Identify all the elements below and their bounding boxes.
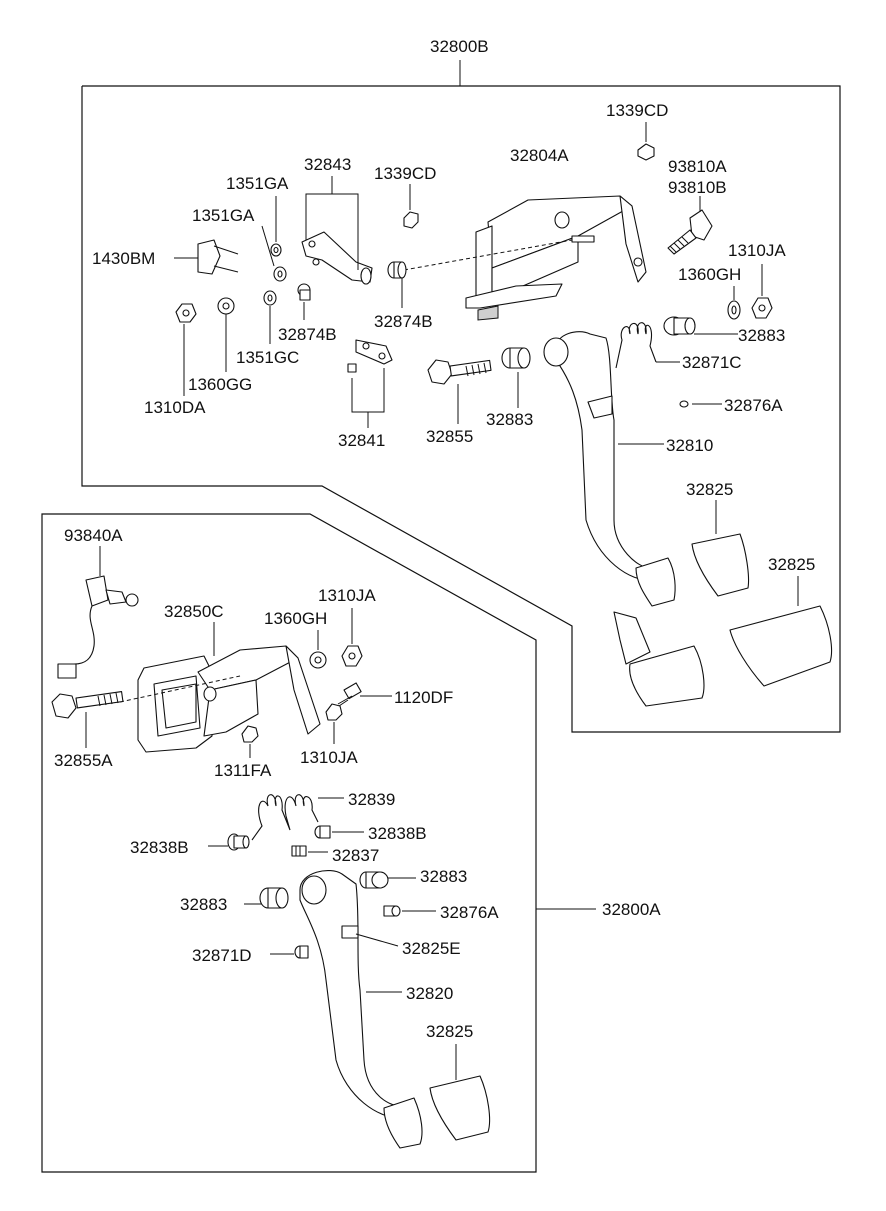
label-1339CD-top: 1339CD [606,101,668,120]
pedal-pad-lower [383,1097,423,1149]
spring-32871C [615,322,657,369]
label-32843: 32843 [304,155,351,174]
label-32883-lower-a: 32883 [180,895,227,914]
label-32883-lower-b: 32883 [420,867,467,886]
label-1351GC: 1351GC [236,348,299,367]
label-32850C: 32850C [164,602,224,621]
label-1430BM: 1430BM [92,249,155,268]
pedal-arm-32810 [543,331,653,581]
label-32837: 32837 [332,846,379,865]
label-1311FA: 1311FA [214,761,272,780]
label-32841: 32841 [338,431,385,450]
nut-1310JA-upper [751,297,773,319]
label-32883-mid: 32883 [486,410,533,429]
bushing-32883-lower-a [259,887,289,909]
label-1360GH-lower: 1360GH [264,609,327,628]
label-1339CD-mid: 1339CD [374,164,436,183]
label-32800B: 32800B [430,37,489,56]
bracket-32843 [301,231,373,285]
label-32855A: 32855A [54,751,113,770]
label-93810B: 93810B [668,178,727,197]
label-1310JA-lower-b: 1310JA [300,748,358,767]
label-93810A: 93810A [668,157,727,176]
pad-32825-b [729,605,833,687]
washer-32874B-a [387,261,407,279]
label-32883-right: 32883 [738,326,785,345]
label-32871D: 32871D [192,946,252,965]
label-32800A: 32800A [602,900,661,919]
label-1351GA-b: 1351GA [192,206,255,225]
nut-1311FA [241,725,259,743]
pedal-arm-32820 [299,870,405,1119]
bolt-32855A [51,691,124,719]
nut-1310DA [175,303,197,323]
label-32825-a: 32825 [686,480,733,499]
sleeve-32837 [291,845,307,857]
label-32820: 32820 [406,984,453,1003]
nut-1310JA-lower-a [341,645,363,667]
label-1351GA-a: 1351GA [226,174,289,193]
pedal-pad-upper [635,557,676,607]
bolt-32855 [427,359,492,385]
label-32871C: 32871C [682,353,742,372]
bracket-32804A [465,195,647,321]
label-32838B-b: 32838B [368,824,427,843]
label-32825-b: 32825 [768,555,815,574]
label-1310DA: 1310DA [144,398,206,417]
bracket-32850C [137,645,321,753]
pad-32825-c [613,611,705,707]
plate-32841 [347,339,393,373]
nut-1339CD-top [637,143,655,161]
pin-32876A-lower [383,905,401,917]
washer-1360GH-upper [727,300,741,320]
label-32825E: 32825E [402,939,461,958]
label-32855: 32855 [426,427,473,446]
nut-1339CD-mid [403,211,419,229]
washer-1351GA-b [273,266,287,282]
washer-1360GG [217,297,235,315]
washer-1351GA-a [270,243,282,257]
stopper-32871D [294,945,309,959]
label-32804A: 32804A [510,146,569,165]
washer-1351GC [263,290,277,306]
spring-32839 [251,794,319,841]
bushing-32883-mid [501,347,531,369]
sensor-93840A [57,575,139,679]
pad-32825-lower [429,1075,491,1141]
bushing-32883-lower-b [359,871,389,889]
label-1310JA-upper: 1310JA [728,241,786,260]
nut-1310JA-lower-b [325,703,343,721]
bolt-1120DF [335,682,362,709]
pad-32825-a [691,533,750,597]
lower-assembly-frame [41,513,596,1173]
label-32810: 32810 [666,436,713,455]
bushing-32838B-a [227,833,250,851]
label-1310JA-lower-a: 1310JA [318,586,376,605]
washer-1360GH-lower [309,651,327,669]
label-1360GH-upper: 1360GH [678,265,741,284]
label-32876A-lower: 32876A [440,903,499,922]
label-32838B-a: 32838B [130,838,189,857]
pin-32876A [679,400,689,408]
clip-1430BM [197,239,239,275]
bushing-32883-right [663,316,696,336]
label-1360GG: 1360GG [188,375,252,394]
label-32874B-b: 32874B [374,312,433,331]
switch-93810 [667,209,713,255]
label-1120DF: 1120DF [394,688,453,707]
bushing-32838B-b [314,825,331,839]
washer-32874B-b [297,283,311,301]
label-32839: 32839 [348,790,395,809]
label-32874B-a: 32874B [278,325,337,344]
label-32876A-upper: 32876A [724,396,783,415]
upper-assembly-frame [81,60,841,733]
label-93840A: 93840A [64,526,123,545]
label-32825-lower: 32825 [426,1022,473,1041]
